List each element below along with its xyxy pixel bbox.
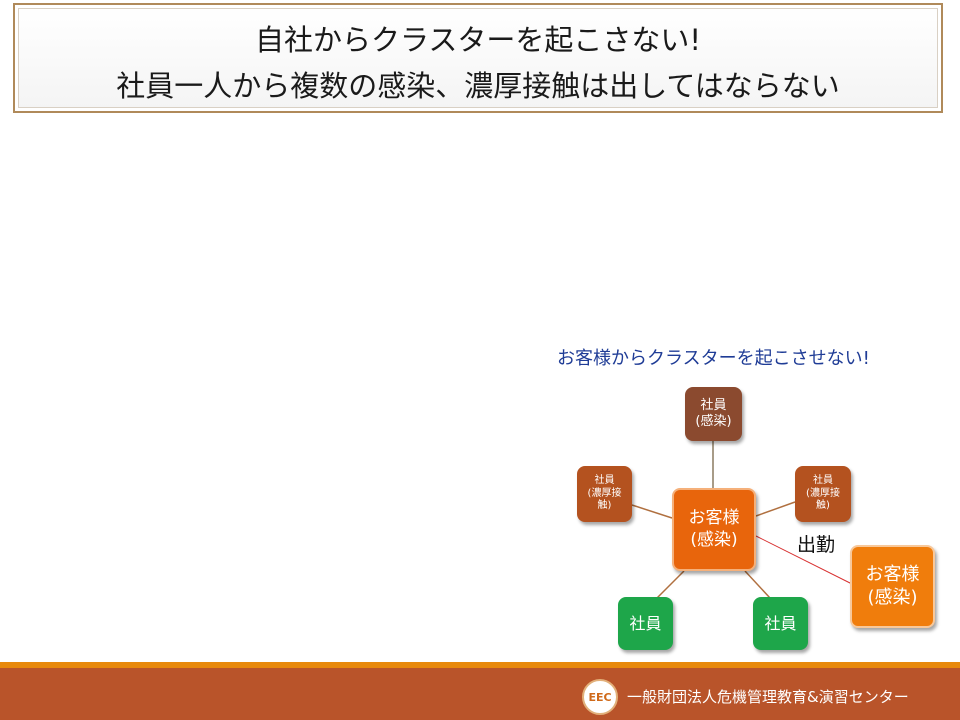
title-line-2: 社員一人から複数の感染、濃厚接触は出してはならない bbox=[116, 69, 840, 103]
node-label: 社員 bbox=[764, 613, 797, 633]
node-label: 触) bbox=[816, 500, 830, 512]
node-label: 社員 bbox=[813, 475, 833, 487]
node-customer-far-right: お客様 (感染) bbox=[850, 545, 935, 628]
node-employee-bottom-left: 社員 bbox=[618, 597, 673, 650]
footer-bar bbox=[0, 668, 960, 720]
edge-center-right bbox=[755, 501, 796, 517]
organization-name: 一般財団法人危機管理教育&演習センター bbox=[627, 688, 909, 706]
title-line-1: 自社からクラスターを起こさない! bbox=[254, 23, 702, 57]
node-label: 社員 bbox=[594, 475, 615, 487]
node-employee-bottom-right: 社員 bbox=[753, 597, 808, 650]
node-label: お客様 bbox=[688, 508, 740, 529]
edge-label-commute: 出勤 bbox=[797, 534, 836, 556]
edge-center-far-right bbox=[755, 535, 853, 585]
node-label: (感染) bbox=[695, 414, 732, 429]
node-employee-infected: 社員 (感染) bbox=[685, 387, 742, 441]
node-label: お客様 bbox=[865, 564, 920, 585]
node-label: (感染) bbox=[867, 586, 918, 608]
node-label: 触) bbox=[597, 500, 612, 512]
edge-center-bottom-left bbox=[656, 570, 685, 599]
title-box: 自社からクラスターを起こさない! 社員一人から複数の感染、濃厚接触は出してはなら… bbox=[13, 3, 943, 113]
node-label: (濃厚接 bbox=[587, 487, 622, 499]
node-employee-contact-left: 社員 (濃厚接 触) bbox=[577, 466, 632, 522]
node-label: 社員 bbox=[629, 613, 662, 633]
edge-center-left bbox=[631, 504, 673, 519]
diagram-subtitle: お客様からクラスターを起こさせない! bbox=[557, 348, 870, 369]
node-employee-contact-right: 社員 (濃厚接 触) bbox=[795, 466, 851, 522]
eec-logo: EEC bbox=[582, 679, 618, 715]
node-label: (濃厚接 bbox=[806, 487, 840, 499]
node-label: (感染) bbox=[690, 529, 738, 550]
node-customer-infected: お客様 (感染) bbox=[672, 488, 756, 571]
node-label: 社員 bbox=[700, 397, 727, 413]
edge-center-bottom-right bbox=[744, 570, 771, 599]
footer-accent-bar bbox=[0, 662, 960, 668]
